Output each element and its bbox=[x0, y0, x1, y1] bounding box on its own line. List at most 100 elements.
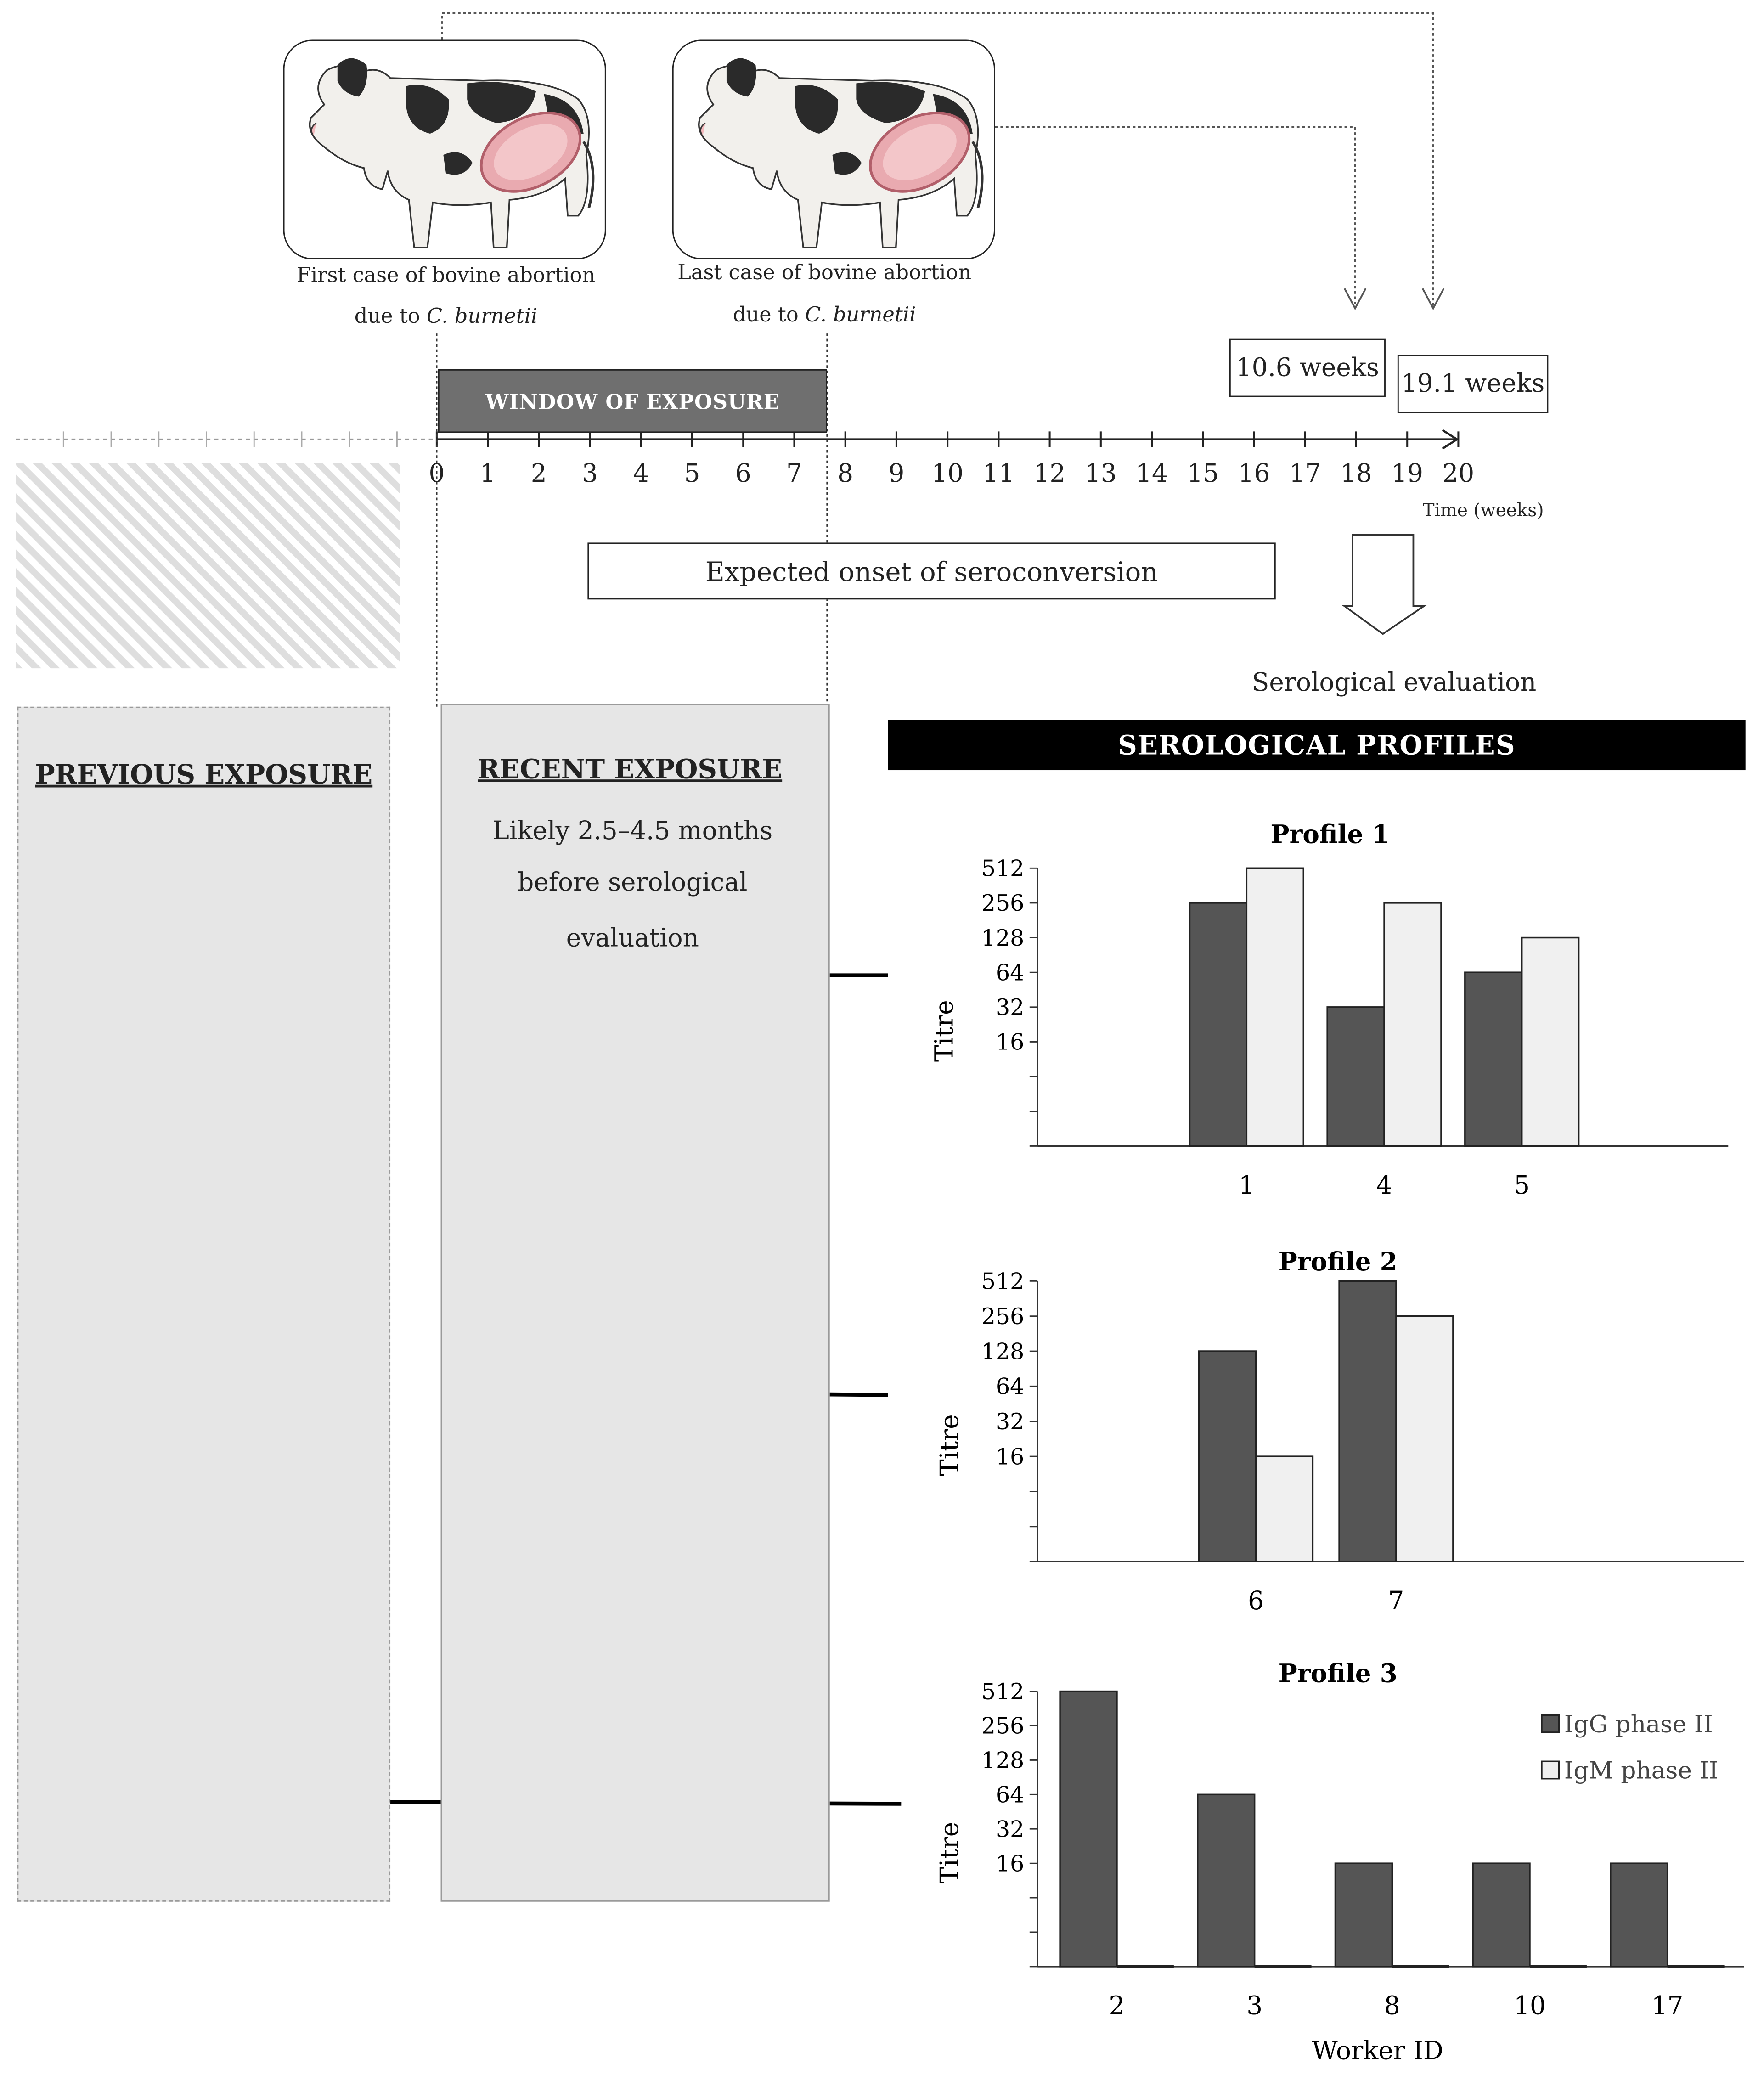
x-tick-label: 2 bbox=[1109, 1991, 1125, 2020]
bar-igm bbox=[1246, 867, 1305, 1147]
timeline-tick-label: 8 bbox=[837, 459, 854, 489]
arrowhead-last bbox=[1343, 288, 1367, 310]
previous-exposure-title: PREVIOUS EXPOSURE bbox=[35, 758, 373, 790]
x-tick-label: 3 bbox=[1246, 1991, 1262, 2020]
y-tick-label: 16 bbox=[996, 1850, 1024, 1877]
y-tick-label: 128 bbox=[981, 1338, 1024, 1365]
last-case-caption-line2: due to C. burnetii bbox=[733, 303, 916, 327]
y-tick-label: 32 bbox=[996, 1816, 1024, 1843]
y-tick-label: 256 bbox=[981, 1713, 1024, 1739]
timeline-tick-label: 7 bbox=[786, 459, 802, 489]
recent-exposure-line-2: before serological bbox=[518, 868, 748, 897]
y-axis-label: Titre bbox=[935, 1822, 964, 1884]
timeline-tick-label: 1 bbox=[479, 459, 496, 489]
cow-illustration bbox=[698, 58, 984, 248]
arrowhead-first bbox=[1421, 288, 1445, 310]
bar-igg bbox=[1464, 971, 1523, 1147]
cow-image-first bbox=[283, 39, 606, 259]
timeline-tick-label: 13 bbox=[1084, 459, 1117, 489]
bar-igg bbox=[1472, 1862, 1531, 1968]
profile-chart-3: Profile 3 512 256 128 64 32 16 Titre 2 3 8 10 17Work… bbox=[935, 1658, 1744, 2065]
bar-igg bbox=[1334, 1862, 1393, 1968]
recent-exposure-line-3: evaluation bbox=[566, 924, 699, 953]
timeline-axis-label: Time (weeks) bbox=[1422, 500, 1544, 522]
x-tick-label: 6 bbox=[1248, 1586, 1264, 1615]
y-tick-label: 64 bbox=[996, 959, 1024, 986]
timeline-tick-label: 12 bbox=[1033, 459, 1066, 489]
legend-swatch bbox=[1541, 1760, 1560, 1780]
recent-exposure-panel: RECENT EXPOSURE Likely 2.5–4.5 months be… bbox=[440, 704, 830, 1902]
timeline-tick-label: 20 bbox=[1442, 459, 1475, 489]
x-tick-label: 7 bbox=[1388, 1586, 1404, 1615]
timeline-arrowhead bbox=[1442, 429, 1459, 450]
y-tick-label: 64 bbox=[996, 1782, 1024, 1808]
weeks-box-last: 19.1 weeks bbox=[1397, 355, 1549, 413]
x-tick-label: 10 bbox=[1514, 1991, 1546, 2020]
timeline-tick-label: 18 bbox=[1340, 459, 1372, 489]
bar-igg bbox=[1610, 1862, 1668, 1968]
legend-swatch bbox=[1541, 1714, 1560, 1733]
y-tick-label: 128 bbox=[981, 1748, 1024, 1774]
bar-igm bbox=[1521, 936, 1580, 1147]
x-tick-label: 5 bbox=[1514, 1170, 1530, 1200]
timeline-tick-label: 10 bbox=[931, 459, 964, 489]
first-case-caption-line2: due to C. burnetii bbox=[354, 304, 538, 328]
timeline-tick-label: 19 bbox=[1391, 459, 1424, 489]
recent-exposure-line-1: Likely 2.5–4.5 months bbox=[492, 816, 773, 846]
bar-igm bbox=[1383, 902, 1442, 1147]
serological-evaluation-arrow bbox=[1341, 534, 1427, 635]
last-case-species: C. burnetii bbox=[805, 303, 916, 327]
hatched-past-region bbox=[16, 463, 400, 669]
timeline-tick-label: 16 bbox=[1238, 459, 1270, 489]
recent-exposure-title: RECENT EXPOSURE bbox=[477, 753, 783, 785]
bar-igg bbox=[1189, 902, 1248, 1147]
timeline-tick-label: 6 bbox=[735, 459, 751, 489]
previous-exposure-panel: PREVIOUS EXPOSURE bbox=[17, 706, 391, 1902]
timeline-tick-label: 15 bbox=[1187, 459, 1219, 489]
timeline-tick-label: 5 bbox=[684, 459, 700, 489]
cow-illustration bbox=[309, 58, 595, 248]
y-tick-label: 16 bbox=[996, 1444, 1024, 1470]
bar-igg bbox=[1197, 1793, 1256, 1968]
bar-igg bbox=[1198, 1350, 1257, 1562]
profile-chart-title: Profile 3 bbox=[1279, 1658, 1398, 1688]
serological-evaluation-label: Serological evaluation bbox=[1251, 668, 1537, 698]
y-tick-label: 256 bbox=[981, 890, 1024, 916]
y-axis-label: Titre bbox=[930, 1000, 959, 1062]
timeline-tick-label: 17 bbox=[1289, 459, 1321, 489]
x-axis-label: Worker ID bbox=[1312, 2036, 1443, 2065]
y-tick-label: 32 bbox=[996, 994, 1024, 1021]
first-case-species: C. burnetii bbox=[426, 304, 538, 328]
timeline-tick-label: 3 bbox=[582, 459, 598, 489]
y-tick-label: 16 bbox=[996, 1029, 1024, 1055]
timeline-tick-label: 11 bbox=[982, 459, 1015, 489]
first-case-caption-line1: First case of bovine abortion bbox=[296, 263, 596, 288]
cow-image-last bbox=[672, 39, 995, 259]
timeline-tick-label: 14 bbox=[1136, 459, 1168, 489]
y-axis-label: Titre bbox=[935, 1414, 964, 1476]
bar-igm bbox=[1395, 1315, 1454, 1562]
x-tick-label: 8 bbox=[1384, 1991, 1400, 2020]
x-tick-label: 17 bbox=[1651, 1991, 1684, 2020]
legend-label: IgM phase II bbox=[1564, 1757, 1719, 1785]
y-tick-label: 256 bbox=[981, 1303, 1024, 1330]
bar-igg bbox=[1059, 1690, 1118, 1968]
window-of-exposure-bar: WINDOW OF EXPOSURE bbox=[438, 369, 827, 433]
y-tick-label: 512 bbox=[981, 856, 1024, 882]
timeline-tick-label: 2 bbox=[530, 459, 547, 489]
x-tick-label: 1 bbox=[1239, 1170, 1255, 1200]
y-tick-label: 64 bbox=[996, 1374, 1024, 1400]
bar-igm bbox=[1255, 1455, 1314, 1562]
bar-igg bbox=[1338, 1280, 1397, 1562]
expected-onset-box: Expected onset of seroconversion bbox=[587, 542, 1276, 600]
profile-chart-title: Profile 1 bbox=[1270, 820, 1389, 849]
weeks-box-first: 10.6 weeks bbox=[1229, 338, 1386, 397]
timeline-tick-label: 9 bbox=[888, 459, 905, 489]
y-tick-label: 512 bbox=[981, 1679, 1024, 1705]
timeline-tick-label: 4 bbox=[633, 459, 649, 489]
x-tick-label: 4 bbox=[1376, 1170, 1392, 1200]
y-tick-label: 512 bbox=[981, 1269, 1024, 1295]
